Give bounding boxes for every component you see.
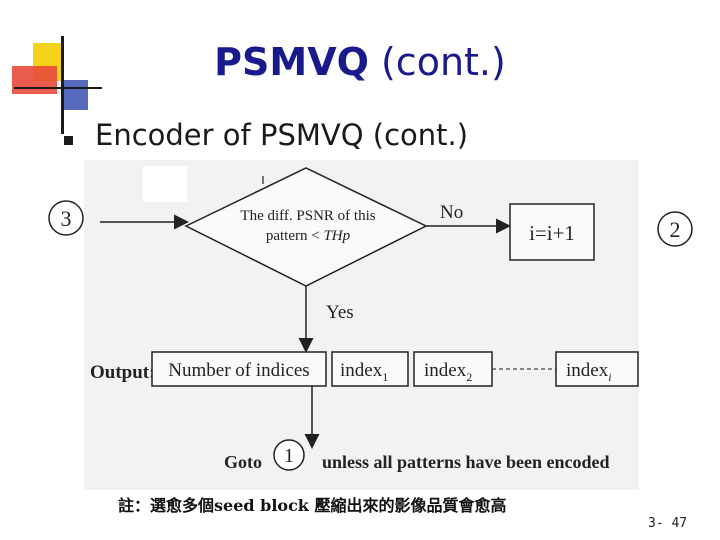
increment-box <box>509 203 595 261</box>
output-box-count <box>151 351 327 387</box>
goto-before-text: Goto <box>224 452 262 472</box>
decision-diamond <box>184 167 428 287</box>
bullet-text: Encoder of PSMVQ (cont.) <box>95 118 469 152</box>
page-title: PSMVQ (cont.) <box>0 40 720 84</box>
marker-goto-text: 1 <box>284 445 294 467</box>
output-box-index2-text: index2 <box>424 360 472 384</box>
no-label: No <box>440 202 463 223</box>
marker-left-text: 3 <box>61 206 72 231</box>
increment-text: i=i+1 <box>529 221 575 245</box>
yes-label: Yes <box>326 302 354 323</box>
deco-horizontal-line <box>14 87 102 89</box>
output-box-index1-text: index1 <box>340 360 388 384</box>
scan-patch <box>143 166 187 202</box>
marker-circle-goto <box>273 439 305 471</box>
output-box-indexi <box>555 351 639 387</box>
marker-circle-left <box>48 200 84 236</box>
output-box-index2 <box>413 351 493 387</box>
deco-red-square <box>12 66 57 94</box>
deco-blue-square <box>62 80 88 110</box>
page-number: 3- 47 <box>648 516 688 531</box>
output-box-count-text: Number of indices <box>168 360 309 381</box>
title-rest: (cont.) <box>368 40 506 84</box>
marker-right-text: 2 <box>670 217 681 242</box>
decision-line2: pattern < THp <box>266 228 351 244</box>
bullet-square-icon <box>64 136 73 145</box>
marker-circle-right <box>657 211 693 247</box>
output-label: Output: <box>90 362 155 383</box>
deco-vertical-line <box>61 36 64 134</box>
decision-line1: The diff. PSNR of this <box>240 208 375 224</box>
goto-after-text: unless all patterns have been encoded <box>322 452 610 472</box>
output-box-index1 <box>331 351 409 387</box>
title-bold: PSMVQ <box>214 40 369 84</box>
footnote: 註：選愈多個seed block 壓縮出來的影像品質會愈高 <box>118 496 507 515</box>
output-box-indexi-text: indexi <box>566 360 612 384</box>
